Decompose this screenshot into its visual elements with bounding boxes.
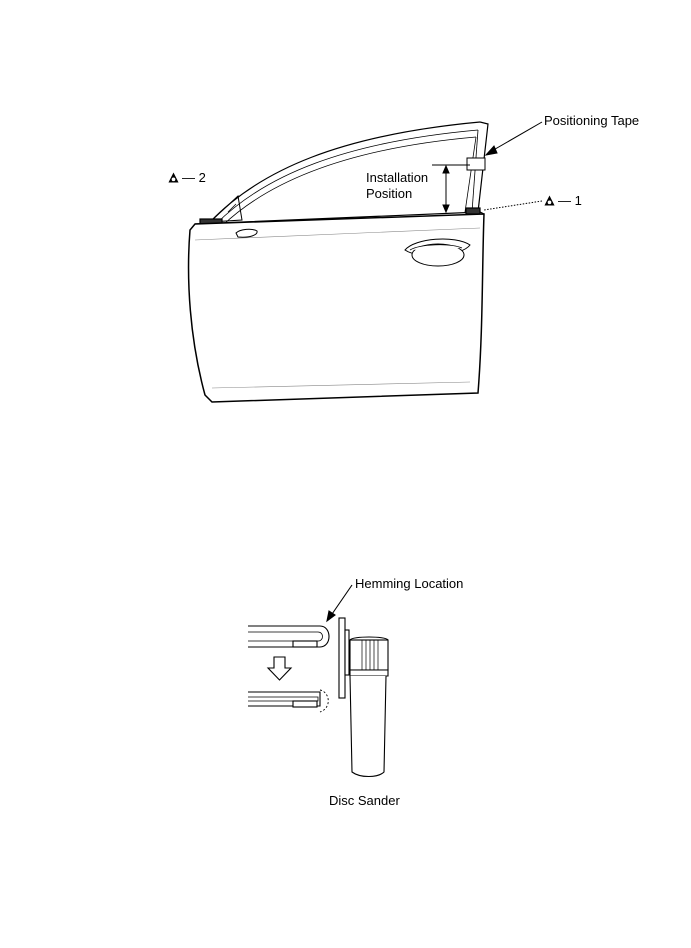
callout-1-leader — [483, 200, 543, 211]
door-panel — [187, 213, 485, 403]
hemming-location-label: Hemming Location — [355, 576, 464, 591]
callout-1-text: — 1 — [558, 193, 582, 208]
door-handle — [404, 238, 471, 267]
positioning-tape-mark — [466, 157, 486, 171]
door-panel-lower-line — [211, 381, 471, 389]
door-panel-belt-line — [194, 227, 481, 241]
hemming-figure — [248, 584, 389, 778]
installation-position-line1: Installation — [366, 170, 429, 185]
callout-2: — 2 — [168, 170, 206, 185]
door-sash — [208, 121, 489, 227]
positioning-tape-leader — [484, 121, 543, 156]
adhesive-triangle-icon — [168, 172, 179, 183]
callout-1: — 1 — [544, 193, 582, 208]
installation-position-line2: Position — [366, 186, 413, 201]
installation-position-arrow — [432, 164, 470, 214]
positioning-tape-label: Positioning Tape — [544, 113, 640, 128]
callout-2-text: — 2 — [182, 170, 206, 185]
installation-position-label: Installation Position — [366, 170, 428, 202]
disc-sander-label: Disc Sander — [329, 793, 400, 808]
mirror-mount — [235, 228, 258, 238]
adhesive-triangle-icon — [544, 195, 555, 206]
